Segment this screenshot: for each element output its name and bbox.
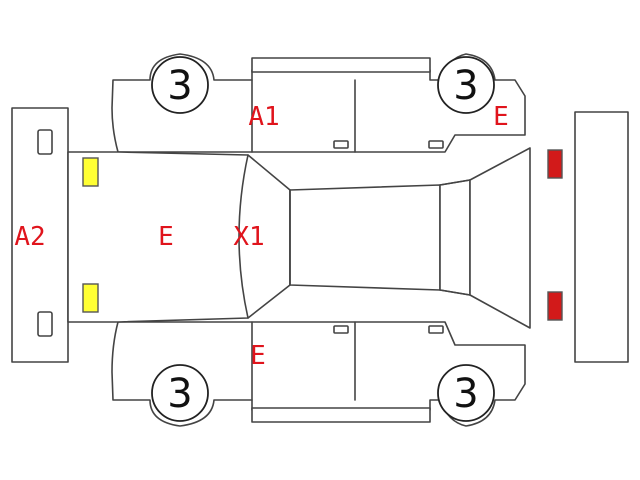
front-right-wheel-number: 3 [167,371,192,417]
front-left-wheel: 3 [151,56,209,114]
front-left-lamp [82,157,99,187]
mark-hood: E [158,222,174,252]
mark-left-rear-quarter: E [250,341,266,371]
front-bumper [11,107,69,363]
front-right-lamp [82,283,99,313]
left-rocker-panel [251,57,431,73]
rear-right-lamp [547,291,563,321]
rear-right-wheel: 3 [437,364,495,422]
front-left-wheel-number: 3 [167,63,192,109]
mark-left-a-pillar: A1 [248,102,279,132]
rear-bumper [574,111,629,363]
rear-left-wheel-number: 3 [453,63,478,109]
left-side-panel [111,53,526,153]
rear-left-wheel: 3 [437,56,495,114]
mark-right-a-pillar: E [493,102,509,132]
rear-left-lamp [547,149,563,179]
top-view-body [67,147,531,329]
roof-panel [289,184,441,291]
front-right-wheel: 3 [151,364,209,422]
rear-window [439,179,471,296]
windshield [238,154,291,319]
trunk-panel [469,147,531,329]
rear-right-wheel-number: 3 [453,371,478,417]
mark-front-bumper: A2 [14,222,45,252]
right-rocker-panel [251,407,431,423]
mark-windshield: X1 [233,222,264,252]
